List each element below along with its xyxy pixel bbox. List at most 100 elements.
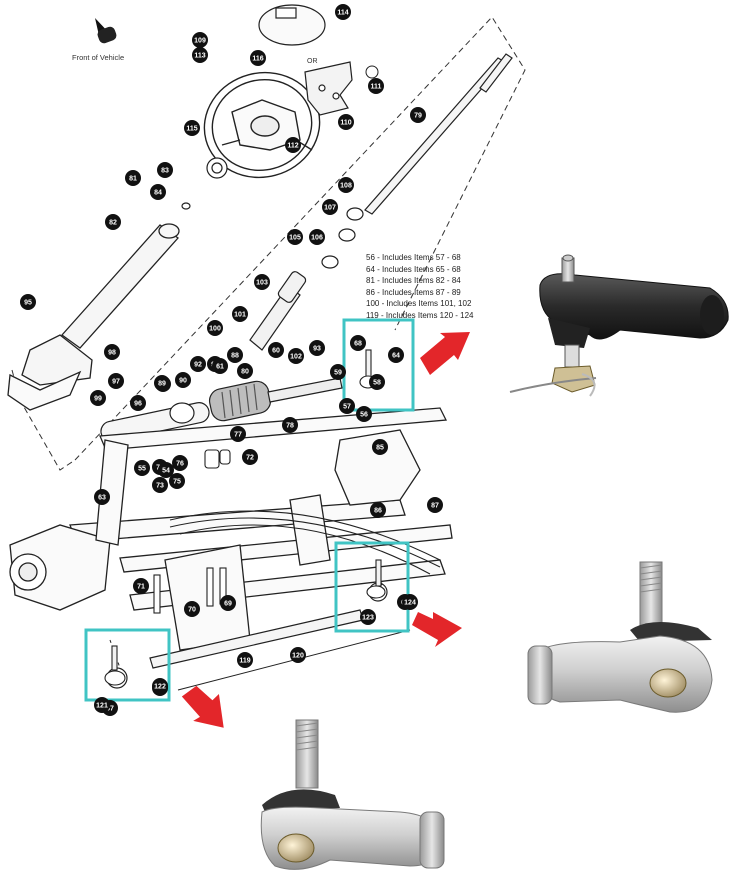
callout-label-116: 116 xyxy=(252,56,263,63)
callout-label-67: 67 xyxy=(106,706,114,713)
callout-label-107: 107 xyxy=(324,205,336,212)
callout-56 xyxy=(356,406,372,422)
legend-line: 56 - Includes Items 57 - 68 xyxy=(366,253,461,262)
callout-63 xyxy=(94,489,110,505)
callout-label-72: 72 xyxy=(246,455,254,462)
callout-label-88: 88 xyxy=(231,353,239,360)
callout-label-71: 71 xyxy=(137,584,145,591)
callout-label-56: 56 xyxy=(360,412,368,419)
highlight-boxes xyxy=(84,318,415,702)
callout-120 xyxy=(290,647,306,663)
callout-68 xyxy=(350,335,366,351)
callout-69 xyxy=(220,595,236,611)
callout-57 xyxy=(339,398,355,414)
callout-109 xyxy=(192,32,208,48)
callout-119 xyxy=(237,652,253,668)
callout-label-120: 120 xyxy=(292,653,304,660)
callout-124 xyxy=(402,594,418,610)
callout-label-83: 83 xyxy=(161,168,169,175)
callout-label-54: 54 xyxy=(162,468,170,475)
callout-88 xyxy=(227,347,243,363)
arrow-upper-icon xyxy=(420,332,470,375)
callout-121 xyxy=(94,697,110,713)
bracket-plate xyxy=(304,61,353,116)
callout-label-70: 70 xyxy=(188,607,196,614)
callout-58 xyxy=(369,374,385,390)
callout-73 xyxy=(152,477,168,493)
callout-99 xyxy=(90,390,106,406)
callout-114 xyxy=(335,4,351,20)
callout-80 xyxy=(237,363,253,379)
callout-label-58: 58 xyxy=(373,380,381,387)
callout-93 xyxy=(309,340,325,356)
legend-line: 100 - Includes Items 101, 102 xyxy=(366,299,472,308)
callout-label-64: 64 xyxy=(392,353,400,360)
callout-105 xyxy=(287,229,303,245)
callout-81 xyxy=(125,170,141,186)
callout-89 xyxy=(154,375,170,391)
callout-label-90: 90 xyxy=(179,378,187,385)
callout-116 xyxy=(250,50,266,66)
callout-label-87: 87 xyxy=(431,503,439,510)
callout-label-95: 95 xyxy=(24,300,32,307)
callout-label-63: 63 xyxy=(98,495,106,502)
callout-label-98: 98 xyxy=(108,350,116,357)
callout-label-113: 113 xyxy=(194,53,205,60)
callout-label-86: 86 xyxy=(374,508,382,515)
callout-label-119: 119 xyxy=(239,658,250,665)
callout-label-106: 106 xyxy=(311,235,323,242)
bolts xyxy=(153,449,231,614)
callout-label-89: 89 xyxy=(158,381,166,388)
callout-label-57: 57 xyxy=(343,404,351,411)
arrow-lower-icon xyxy=(181,685,224,728)
callout-label-73: 73 xyxy=(156,483,164,490)
callout-55 xyxy=(134,460,150,476)
callout-label-101: 101 xyxy=(234,312,246,319)
callout-label-124: 124 xyxy=(404,600,416,607)
callout-111 xyxy=(368,78,384,94)
callout-label-103: 103 xyxy=(256,280,268,287)
callout-label-93: 93 xyxy=(313,346,321,353)
callout-label-61: 61 xyxy=(216,364,224,371)
callout-82 xyxy=(105,214,121,230)
callout-label-122: 122 xyxy=(154,684,166,691)
callout-64 xyxy=(388,347,404,363)
callout-label-97: 97 xyxy=(112,379,120,386)
silver-tie-rod-end-photo-bottom xyxy=(260,719,445,870)
callout-label-112: 112 xyxy=(287,143,298,150)
legend-line: 81 - Includes Items 82 - 84 xyxy=(366,276,461,285)
steering-hardware xyxy=(181,157,364,269)
callout-label-76: 76 xyxy=(176,461,184,468)
steering-shaft xyxy=(364,53,513,215)
callout-102 xyxy=(288,348,304,364)
callout-107 xyxy=(322,199,338,215)
callout-122 xyxy=(152,678,168,694)
legend-line: 119 - Includes Items 120 - 124 xyxy=(366,310,474,320)
callout-100 xyxy=(207,320,223,336)
callout-label-75: 75 xyxy=(173,479,181,486)
callout-label-60: 60 xyxy=(272,348,280,355)
callout-label-110: 110 xyxy=(340,120,351,127)
callout-123 xyxy=(360,609,376,625)
callout-label-55: 55 xyxy=(138,466,146,473)
callout-label-85: 85 xyxy=(376,445,384,452)
callout-54 xyxy=(158,462,174,478)
callout-87 xyxy=(427,497,443,513)
steering-column xyxy=(7,223,180,411)
callout-label-105: 105 xyxy=(289,235,301,242)
callout-84 xyxy=(150,184,166,200)
callout-label-111: 111 xyxy=(371,84,382,91)
callout-label-82: 82 xyxy=(109,220,117,227)
or-label: OR xyxy=(307,58,318,65)
kit-legend: 56 - Includes Items 57 - 68 64 - Include… xyxy=(366,252,473,321)
callout-label-84: 84 xyxy=(154,190,162,197)
callout-86 xyxy=(370,502,386,518)
callout-label-96: 96 xyxy=(134,401,142,408)
callout-label-115: 115 xyxy=(186,126,197,133)
callout-label-121: 121 xyxy=(96,703,108,710)
callout-90 xyxy=(175,372,191,388)
arrow-right-icon xyxy=(412,612,462,647)
callout-label-79: 79 xyxy=(414,113,422,120)
